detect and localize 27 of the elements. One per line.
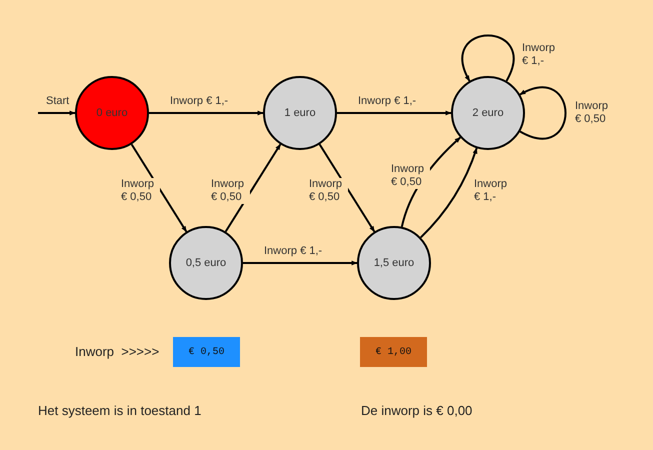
transition-arrow (38, 110, 76, 116)
transition-arrow (224, 144, 282, 232)
coin-button: € 0,50 (173, 337, 240, 367)
transition-arrow (337, 110, 452, 116)
status-text: Het systeem is in toestand 1 (38, 403, 202, 418)
coin-button: € 1,00 (360, 337, 427, 367)
edge-label: Inworp € 0,50 (390, 163, 430, 189)
transition-arrow (149, 110, 264, 116)
transition-arrow (243, 260, 358, 266)
transition-arrow (318, 144, 376, 232)
edge-label: Inworp € 1,- (357, 95, 418, 108)
state-circle: 1 euro (263, 76, 337, 150)
transition-arrow (462, 34, 514, 82)
state-circle: 2 euro (451, 76, 525, 150)
status-text: Inworp >>>>> (75, 344, 160, 359)
edge-label: Inworp € 0,50 (120, 178, 160, 204)
edge-label: Inworp € 1,- (263, 245, 324, 258)
state-circle: 0 euro (75, 76, 149, 150)
status-text: De inworp is € 0,00 (361, 403, 472, 418)
edge-label: Inworp € 0,50 (210, 178, 250, 204)
transition-arrow (130, 144, 188, 232)
transition-arrow (420, 148, 478, 238)
transition-arrow (520, 86, 566, 140)
edge-label: Inworp € 0,50 (308, 178, 348, 204)
state-circle: 0,5 euro (169, 226, 243, 300)
edge-label: Inworp € 1,- (169, 95, 230, 108)
state-circle: 1,5 euro (357, 226, 431, 300)
